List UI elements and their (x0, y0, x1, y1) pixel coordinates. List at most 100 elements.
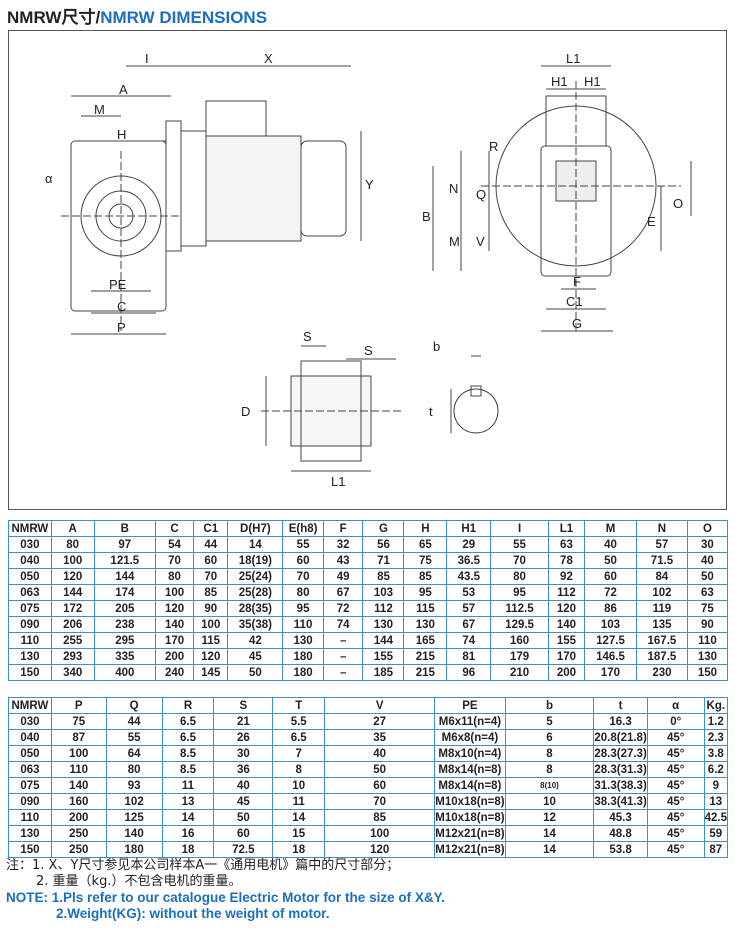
column-header: O (686, 520, 729, 537)
table-cell: 13 (703, 793, 729, 810)
label-V: V (476, 234, 485, 249)
table-cell: 85 (193, 584, 229, 601)
column-header: C1 (193, 520, 229, 537)
table-cell: 45° (646, 809, 705, 826)
table-cell: 146.5 (584, 648, 637, 665)
table-cell: 25(28) (227, 584, 284, 601)
table-cell: 150 (8, 664, 52, 681)
table-cell: 70 (193, 568, 229, 585)
table-cell: 129.5 (490, 616, 549, 633)
table-cell: 95 (282, 600, 324, 617)
column-header: M (584, 520, 637, 537)
table-cell: 1.2 (703, 713, 729, 730)
table-cell: 54 (155, 536, 195, 553)
table-cell: 115 (193, 632, 229, 649)
table-cell: M10x18(n=8) (434, 809, 506, 826)
column-header: I (490, 520, 549, 537)
table-cell: 140 (105, 825, 163, 842)
table-cell: 100 (50, 745, 107, 762)
table-cell: 400 (93, 664, 157, 681)
table-cell: 215 (403, 648, 448, 665)
column-header: PE (434, 697, 506, 714)
table-cell: 100 (50, 552, 95, 569)
table-cell: 180 (282, 648, 324, 665)
table-cell: 250 (50, 841, 107, 858)
table-cell: 50 (324, 761, 436, 778)
note-en-1: NOTE: 1.Pls refer to our catalogue Elect… (6, 890, 445, 905)
table-cell: 18 (272, 841, 326, 858)
table-cell: 238 (93, 616, 157, 633)
table-cell: 050 (8, 568, 52, 585)
table-cell: 18(19) (227, 552, 284, 569)
table-cell: 36.5 (446, 552, 492, 569)
table-cell: 8 (504, 745, 595, 762)
table-cell: 160 (490, 632, 549, 649)
table-cell: 90 (193, 600, 229, 617)
label-C1: C1 (566, 294, 583, 309)
table-cell: 53 (446, 584, 492, 601)
table-cell: 10 (504, 793, 595, 810)
table-cell: 45 (213, 793, 274, 810)
label-C: C (117, 299, 126, 314)
table-cell: 72.5 (213, 841, 274, 858)
table-cell: 185 (362, 664, 405, 681)
table-cell: 127.5 (584, 632, 637, 649)
table-cell: 7 (272, 745, 326, 762)
table-cell: 130 (282, 632, 324, 649)
table-cell: 92 (547, 568, 586, 585)
table-cell: 38.3(41.3) (593, 793, 648, 810)
table-cell: 74 (322, 616, 364, 633)
label-R: R (489, 139, 498, 154)
table-cell: 96 (446, 664, 492, 681)
table-cell: 200 (155, 648, 195, 665)
table-cell: 50 (584, 552, 637, 569)
table-cell: M8x14(n=8) (434, 777, 506, 794)
table-cell: 55 (105, 729, 163, 746)
column-header: C (155, 520, 195, 537)
table-cell: 6.5 (272, 729, 326, 746)
column-header: R (161, 697, 215, 714)
table-cell: 205 (93, 600, 157, 617)
table-cell: 075 (8, 600, 52, 617)
table-cell: 040 (8, 552, 52, 569)
table-cell: 16.3 (593, 713, 648, 730)
table-cell: 50 (227, 664, 284, 681)
table-cell: 44 (193, 536, 229, 553)
table-cell: 55 (282, 536, 324, 553)
table-cell: 119 (635, 600, 688, 617)
side-view (61, 65, 362, 335)
table-cell: 14 (161, 809, 215, 826)
table-cell: 80 (105, 761, 163, 778)
table-cell: 50 (213, 809, 274, 826)
label-alpha: α (45, 171, 53, 186)
table-cell: 90 (686, 616, 729, 633)
table-cell: 040 (8, 729, 52, 746)
table-cell: M6x8(n=4) (434, 729, 506, 746)
table-cell: 49 (322, 568, 364, 585)
table-cell: 295 (93, 632, 157, 649)
column-header: T (272, 697, 326, 714)
table-cell: 95 (490, 584, 549, 601)
table-cell: 45° (646, 745, 705, 762)
table-cell: 57 (446, 600, 492, 617)
table-cell: 110 (8, 632, 52, 649)
column-header: L1 (547, 520, 586, 537)
table-cell: 87 (50, 729, 107, 746)
label-t: t (429, 404, 433, 419)
table-cell: 112.5 (490, 600, 549, 617)
label-L1-shaft: L1 (331, 474, 345, 489)
table-cell: 120 (50, 568, 95, 585)
table-cell: 43.5 (446, 568, 492, 585)
table-cell: 21 (213, 713, 274, 730)
table-cell: 71 (362, 552, 405, 569)
table-cell: M8x14(n=8) (434, 761, 506, 778)
table-cell: 120 (547, 600, 586, 617)
table-cell: 67 (322, 584, 364, 601)
